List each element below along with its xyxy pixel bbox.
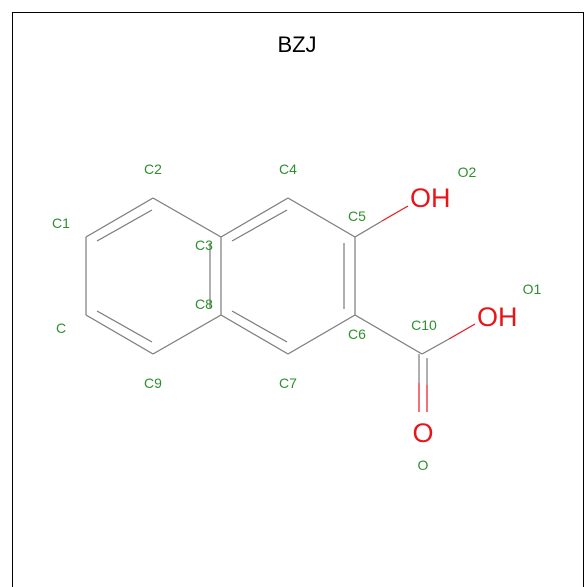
bond-c10-o1-gray	[421, 338, 450, 355]
diagram-frame	[12, 12, 584, 587]
bond-c10-o1-red	[448, 323, 476, 340]
label-c5: C5	[348, 208, 366, 224]
label-c9: C9	[144, 375, 162, 391]
bond-c5-o2-gray	[354, 220, 383, 238]
bond-c-c9	[85, 314, 154, 355]
bond-c2-c1-inner	[96, 209, 153, 242]
bond-c7-c8-inner	[231, 310, 288, 343]
bond-c7-c8	[220, 314, 289, 355]
label-c7: C7	[279, 375, 297, 391]
label-c10: C10	[411, 317, 437, 333]
label-c1: C1	[52, 215, 70, 231]
label-c: C	[56, 320, 66, 336]
label-o1: O1	[523, 281, 542, 297]
atom-o-symbol: O	[412, 418, 433, 448]
label-o: O	[418, 457, 429, 473]
label-c4: C4	[279, 161, 297, 177]
bonds	[85, 197, 476, 412]
atom-o1-symbol: OH	[477, 302, 518, 332]
bond-c3-c4	[220, 197, 289, 238]
bond-c3-c4-inner	[231, 209, 288, 242]
bond-c4-c5	[287, 197, 356, 238]
bond-c5-o2-red	[381, 205, 409, 222]
bond-c-c9-inner	[96, 310, 153, 343]
atom-o2-symbol: OH	[410, 183, 451, 213]
label-c8: C8	[195, 296, 213, 312]
bond-c3-c2	[152, 197, 222, 238]
label-o2: O2	[458, 164, 477, 180]
bond-c6-c10	[354, 314, 423, 355]
diagram-title: BZJ	[277, 32, 316, 57]
label-c6: C6	[348, 326, 366, 342]
bond-c2-c1	[85, 197, 154, 238]
label-c3: C3	[195, 237, 213, 253]
bond-c6-c7	[287, 314, 356, 355]
label-c2: C2	[144, 161, 162, 177]
bond-c9-c8	[152, 314, 222, 355]
